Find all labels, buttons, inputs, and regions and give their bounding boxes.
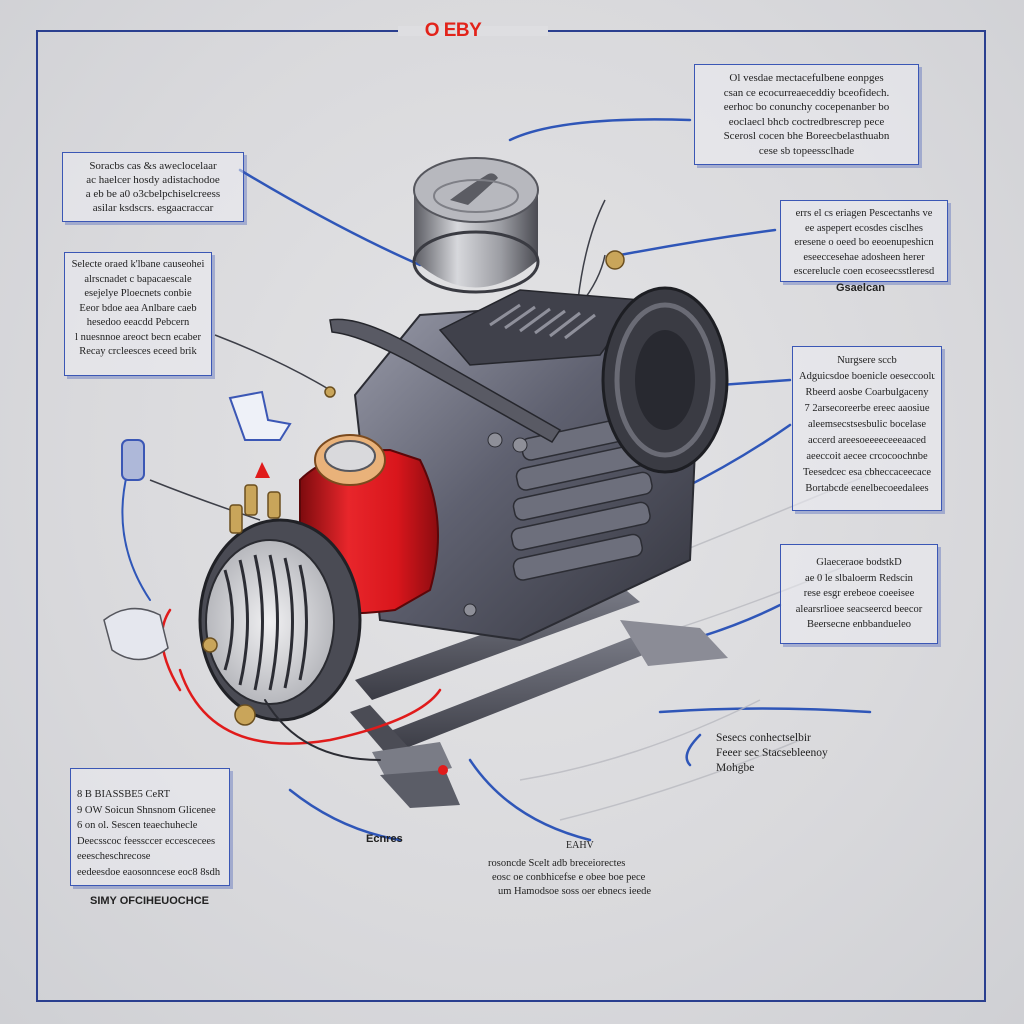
callout-right-1-caption: Gsaelcan [836, 282, 885, 294]
label-bottom-center-small: EAHV [566, 840, 594, 851]
callout-right-1: errs el cs eriagen Pescectanhs ve ee asp… [780, 200, 948, 282]
thin-lines [149, 199, 606, 521]
leader-lines [238, 118, 872, 842]
leader-line-right-5 [658, 707, 872, 714]
motor-body [329, 286, 729, 642]
frame-title-gap [398, 26, 548, 36]
callout-right-3: Glaeceraoe bodstkD ae 0 le slbaloerm Red… [780, 544, 938, 644]
brass-fittings [202, 250, 625, 726]
callout-mid-left: Selecte oraed k'lbane causeohei alrscnad… [64, 252, 212, 376]
label-right-4-line-3: Mohgbe [716, 762, 755, 774]
label-right-4-line-1: Sesecs conhectselbir [716, 732, 811, 744]
small-parts [103, 390, 448, 775]
label-bottom-center-line-2: eosc oe conbhicefse e obee boe pece [492, 872, 646, 883]
callout-top-left: Soracbs cas &s aweclocelaar ac haelcer h… [62, 152, 244, 222]
capacitor-canister [412, 157, 540, 294]
leader-line-top-right [508, 118, 692, 142]
callout-bottom-left-caption: SIMY OFCIHEUOCHCE [90, 895, 209, 907]
callout-right-2: Nurgsere sccb Adguicsdoe boenicle oesecc… [792, 346, 942, 511]
leader-line-right-1 [618, 228, 777, 257]
leader-line-bottom-center [468, 758, 592, 842]
callout-top-right: Ol vesdae mectacefulbene eonpges csan ce… [694, 64, 919, 165]
leader-line-bottom [288, 788, 402, 842]
label-bottom-center-line-3: um Hamodsoe soss oer ebnecs ieede [498, 886, 652, 897]
wiring [121, 469, 442, 761]
leader-line-right-5b [685, 733, 702, 767]
label-bottom-pointer: Ecnres [366, 833, 403, 845]
leader-line-right-2 [718, 378, 792, 387]
label-right-4-line-2: Feeer sec Stacsebleenoy [716, 747, 828, 759]
leader-line-top-left [238, 168, 422, 267]
diagram-title: O EBY [424, 20, 482, 41]
front-fan-cover [198, 518, 362, 722]
callout-bottom-left: 8 B BIASSBE5 CeRT 9 OW Soicun Shnsnom Gl… [70, 768, 230, 886]
label-bottom-center-line-1: rosoncde Scelt adb breceiorectes [488, 858, 626, 869]
